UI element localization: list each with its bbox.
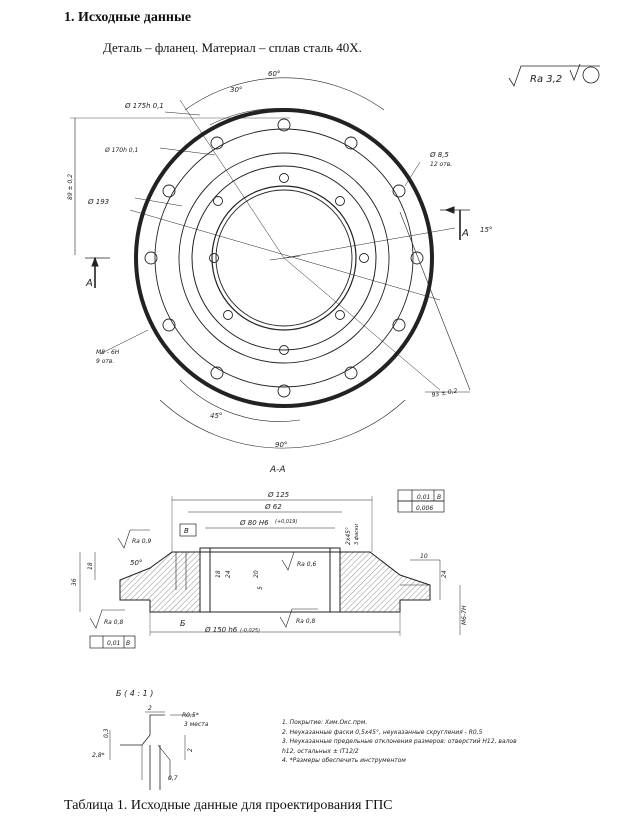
dim-d175: Ø 175h 0,1	[124, 102, 164, 110]
runout-tolerance: 0,01	[107, 640, 120, 647]
detail-r05: R0,5*	[182, 712, 199, 719]
thread-m8: М8 - 6Н	[96, 349, 120, 356]
datum-b-label: В	[184, 527, 189, 535]
view-b-marker: Б	[180, 619, 186, 628]
holes-count-9: 9 отв.	[96, 358, 114, 365]
section-mark-left: А	[85, 278, 93, 289]
flatness-tolerance: 0,01	[417, 494, 430, 501]
dim-d8-5: Ø 8,5	[429, 151, 449, 159]
dim-d125: Ø 125	[267, 491, 290, 499]
flatness-datum: В	[437, 494, 441, 501]
note-item: 2. Неуказанные фаски 0,5х45°, неуказанны…	[282, 728, 483, 736]
dim-d150-tolerance: (-0,025)	[240, 628, 260, 634]
chamfer-note: 3 фаски	[354, 523, 360, 545]
dim-18: 18	[215, 570, 222, 578]
dim-89: 89 ± 0,2	[67, 174, 74, 200]
drawing-notes: 1. Покрытие: Хим.Окс.прм. 2. Неуказанные…	[282, 718, 517, 766]
detail-dim-2: 2	[148, 705, 152, 712]
roughness-ra-08: Ra 0,8	[104, 619, 123, 626]
dim-angle-15: 15°	[480, 226, 492, 234]
detail-dim-03: 0,3	[103, 728, 110, 738]
dim-d150: Ø 150 h6	[204, 626, 238, 634]
roughness-ra-09: Ra 0,9	[132, 538, 151, 545]
dim-angle-90: 90°	[275, 441, 287, 449]
dim-93: 93 ± 0,2	[431, 388, 458, 399]
roughness-ra-06: Ra 0,6	[297, 561, 316, 568]
dim-20: 20	[253, 570, 260, 578]
roughness-general-label: Ra 3,2	[530, 74, 562, 85]
detail-dim-2-8: 2,8*	[92, 752, 105, 759]
detail-view	[109, 711, 195, 790]
note-item: 1. Покрытие: Хим.Окс.прм.	[282, 719, 368, 726]
dim-18-left: 18	[87, 562, 94, 570]
note-item: 3. Неуказанные предельные отклонения раз…	[282, 738, 517, 745]
dim-d170: Ø 170h 0,1	[104, 147, 138, 154]
detail-dim-07: 0,7	[168, 775, 178, 782]
dim-24-right: 24	[441, 570, 448, 578]
holes-count-12: 12 отв.	[430, 161, 452, 168]
dim-d193: Ø 193	[87, 198, 109, 206]
dim-10: 10	[420, 553, 428, 560]
dim-angle-30: 30°	[230, 86, 242, 94]
section-heading: 1. Исходные данные	[64, 10, 192, 25]
note-item: 4. *Размеры обеспечить инструментом	[282, 757, 406, 764]
dim-5: 5	[257, 586, 264, 590]
roughness-ra-08b: Ra 0,8	[296, 618, 315, 625]
runout-datum: В	[126, 640, 130, 647]
parallelism-tolerance: 0,006	[416, 505, 433, 512]
dim-d62: Ø 62	[264, 503, 282, 511]
dim-36: 36	[71, 578, 78, 586]
dim-d80: Ø 80 Н6	[239, 519, 269, 527]
section-mark-right: А	[461, 228, 469, 239]
part-description: Деталь – фланец. Материал – сплав сталь …	[103, 40, 362, 55]
detail-dim-2-right: 2	[187, 748, 194, 752]
dim-24: 24	[225, 570, 232, 578]
section-title: А-А	[269, 465, 286, 475]
section-view	[79, 489, 461, 649]
table-caption: Таблица 1. Исходные данные для проектиро…	[64, 798, 393, 813]
dim-angle-45: 45°	[210, 412, 222, 420]
dim-d80-tolerance: (+0,019)	[275, 519, 297, 525]
detail-3-places: 3 места	[184, 721, 209, 728]
dim-angle-50: 50°	[130, 559, 142, 567]
note-item: h12, остальных ± IT12/2	[282, 747, 359, 755]
dim-angle-60: 60°	[268, 70, 280, 78]
flange-top-view	[70, 77, 471, 449]
detail-title: Б ( 4 : 1 )	[116, 689, 153, 698]
roughness-symbol	[508, 63, 600, 87]
thread-m6: М6-7Н	[461, 605, 468, 625]
chamfer-dim: 2x45°	[345, 527, 352, 545]
